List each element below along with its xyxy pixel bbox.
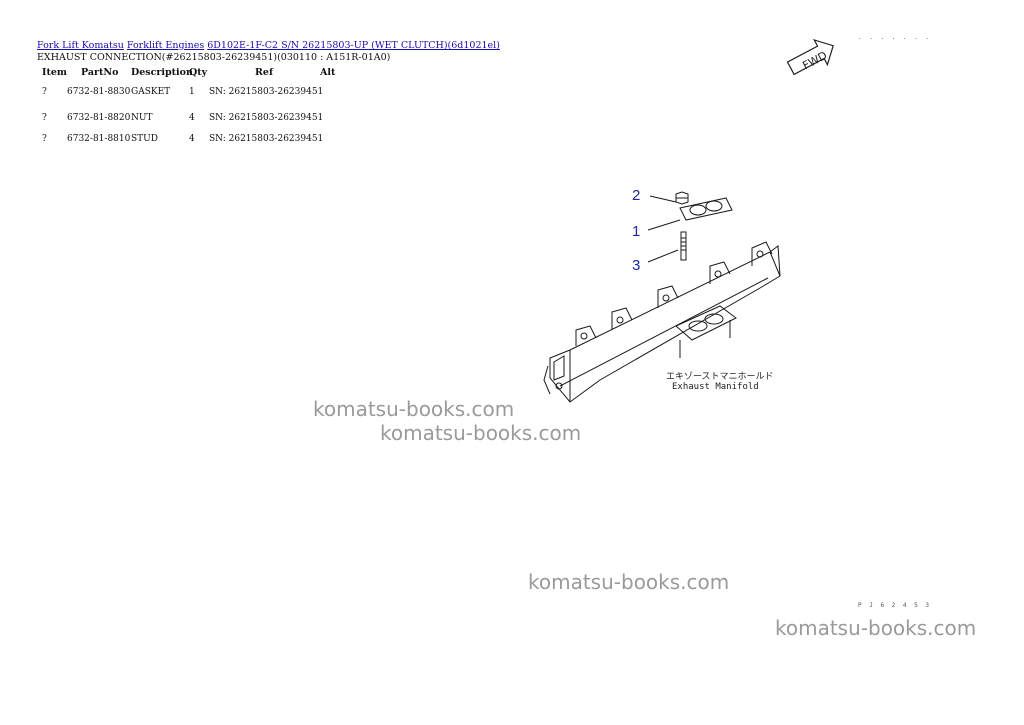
- diagram-bottom-code: P J 6 2 4 5 3: [858, 602, 931, 609]
- watermark-text: komatsu-books.com: [775, 616, 977, 640]
- exhaust-manifold-diagram: 2 1 3 エキゾーストマニホールド Exhaust Manifold: [543, 187, 781, 403]
- row-item: ?: [42, 87, 47, 97]
- row-partno: 6732-81-8820: [67, 113, 131, 123]
- nut-part: [675, 191, 689, 205]
- leader-line-2: [649, 195, 677, 203]
- row-qty: 1: [189, 87, 195, 97]
- watermark-text: komatsu-books.com: [528, 570, 730, 594]
- leader-line-3: [647, 249, 679, 263]
- column-header-alt: Alt: [320, 67, 336, 78]
- row-ref: SN: 26215803-26239451: [209, 113, 324, 123]
- row-qty: 4: [189, 113, 195, 123]
- fwd-arrow-icon: FWD: [786, 38, 834, 76]
- row-ref: SN: 26215803-26239451: [209, 87, 324, 97]
- row-description: NUT: [131, 113, 153, 123]
- gasket-part: [679, 197, 733, 221]
- caption-english: Exhaust Manifold: [672, 382, 759, 392]
- watermark-text: komatsu-books.com: [313, 397, 515, 421]
- breadcrumb: Fork Lift Komatsu Forklift Engines 6D102…: [37, 40, 500, 51]
- breadcrumb-link-forklift-engines[interactable]: Forklift Engines: [126, 40, 205, 51]
- row-item: ?: [42, 113, 47, 123]
- row-description: STUD: [131, 134, 158, 144]
- diagram-top-code: . . . . . . .: [858, 34, 931, 41]
- column-header-ref: Ref: [255, 67, 274, 78]
- callout-label-2: 2: [632, 187, 640, 204]
- callout-label-1: 1: [632, 223, 640, 240]
- column-header-item: Item: [42, 67, 67, 78]
- watermark-text: komatsu-books.com: [380, 421, 582, 445]
- breadcrumb-link-fork-lift[interactable]: Fork Lift Komatsu: [37, 40, 124, 51]
- callout-label-3: 3: [632, 257, 640, 274]
- leader-line-1: [647, 219, 681, 231]
- stud-part: [680, 231, 687, 261]
- row-partno: 6732-81-8830: [67, 87, 131, 97]
- column-header-partno: PartNo: [81, 67, 119, 78]
- row-item: ?: [42, 134, 47, 144]
- column-header-qty: Qty: [189, 67, 208, 78]
- caption-japanese: エキゾーストマニホールド: [666, 371, 774, 382]
- row-ref: SN: 26215803-26239451: [209, 134, 324, 144]
- breadcrumb-link-engine-model[interactable]: 6D102E-1F-C2 S/N 26215803-UP (WET CLUTCH…: [207, 40, 500, 51]
- manifold-body: [543, 241, 781, 403]
- row-qty: 4: [189, 134, 195, 144]
- column-header-description: Description: [131, 67, 193, 78]
- row-partno: 6732-81-8810: [67, 134, 131, 144]
- row-description: GASKET: [131, 87, 171, 97]
- page-subtitle: EXHAUST CONNECTION(#26215803-26239451)(0…: [37, 52, 391, 63]
